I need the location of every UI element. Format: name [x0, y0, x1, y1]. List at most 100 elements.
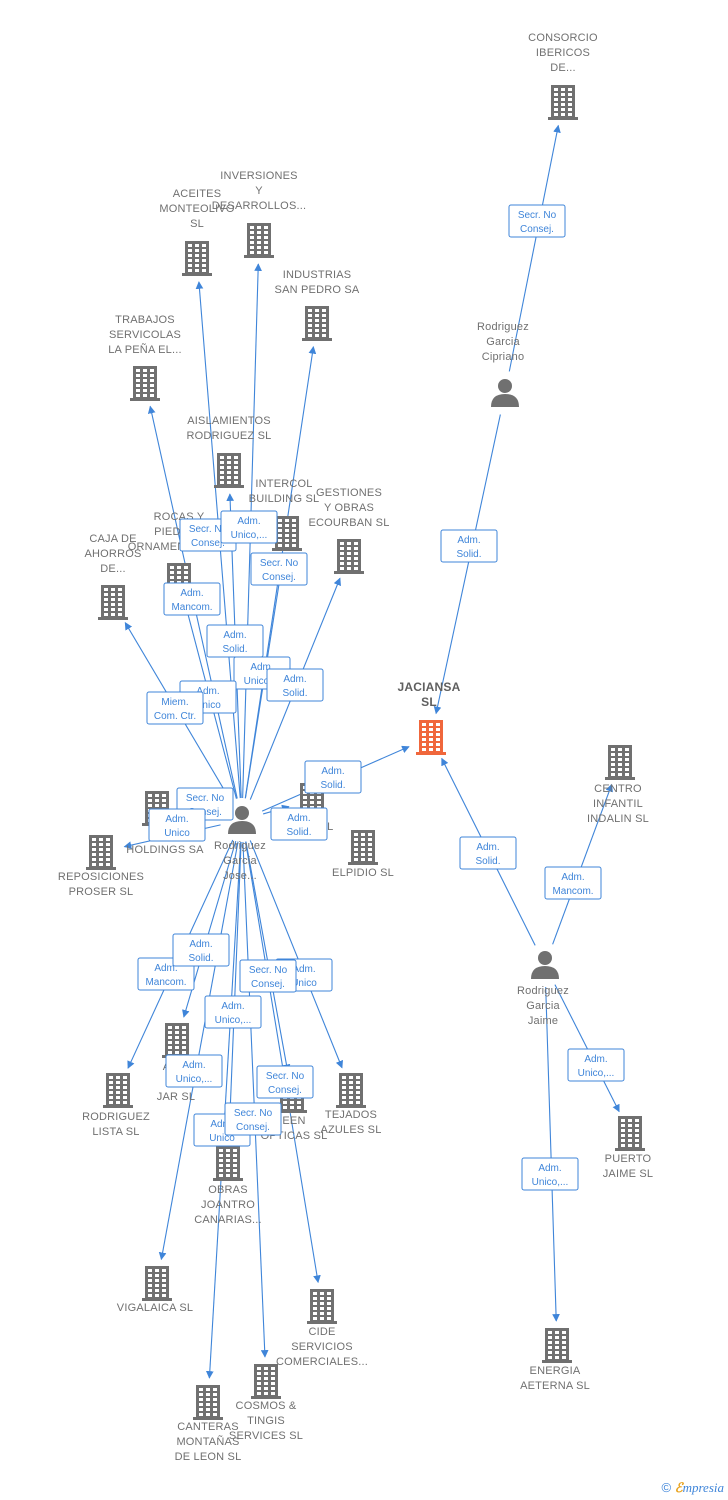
- edge-label-jose-alimentos[interactable]: Adm.Solid.: [172, 933, 230, 967]
- edge-label-text: Adm.: [321, 766, 344, 777]
- node-label-line: Y OBRAS: [324, 502, 374, 514]
- building-icon: [615, 1116, 645, 1151]
- edge-label-jose-vigalaica[interactable]: Adm.Unico,...: [165, 1054, 223, 1088]
- edge-label-text: Secr. No: [249, 965, 288, 976]
- edge-label-text: Unico,...: [578, 1068, 615, 1079]
- edge-label-text: Adm.: [561, 872, 584, 883]
- node-label-line: Rodriguez: [214, 840, 266, 852]
- company-node-consorcio[interactable]: CONSORCIOIBERICOSDE...: [528, 32, 598, 120]
- building-icon: [336, 1073, 366, 1108]
- edge-jaime-puerto: [554, 984, 620, 1113]
- node-label-line: EEN: [282, 1115, 305, 1127]
- node-label-line: INDUSTRIAS: [283, 269, 352, 281]
- node-label-line: TINGIS: [247, 1415, 285, 1427]
- company-node-elpidio[interactable]: ELPIDIO SL: [332, 830, 394, 879]
- edge-jaime-energia: [545, 986, 560, 1322]
- edge-label-jose-trabajos[interactable]: Adm.Mancom.: [163, 582, 221, 616]
- edge-label-text: Consej.: [236, 1122, 270, 1133]
- edge-label-jose-canteras[interactable]: Adm.Unico,...: [204, 995, 262, 1029]
- edge-label-text: Adm.: [287, 813, 310, 824]
- node-label-line: Y: [255, 185, 263, 197]
- edge-label-text: Adm.: [292, 964, 315, 975]
- edge-label-text: Secr. No: [266, 1071, 305, 1082]
- building-icon: [103, 1073, 133, 1108]
- building-icon: [348, 830, 378, 865]
- node-label-line: TRABAJOS: [115, 314, 175, 326]
- node-label-line: Garcia: [223, 855, 257, 867]
- node-label-line: PUERTO: [605, 1153, 652, 1165]
- edge-label-text: Unico: [209, 1133, 235, 1144]
- node-label-line: SERVICOLAS: [109, 329, 181, 341]
- building-icon: [307, 1289, 337, 1324]
- edge-label-text: Adm.: [189, 939, 212, 950]
- node-label-line: DE LEON SL: [175, 1451, 242, 1463]
- edge-label-jaime-energia[interactable]: Adm.Unico,...: [521, 1157, 579, 1191]
- edge-labels-layer: Secr. NoConsej.Adm.Solid.Adm.Solid.Adm.M…: [137, 204, 625, 1191]
- edge-label-text: Unico: [291, 978, 317, 989]
- person-node-jose[interactable]: RodriguezGarciaJose...: [214, 806, 266, 882]
- node-label-line: Jaime: [528, 1015, 558, 1027]
- edge-label-text: Unico: [164, 828, 190, 839]
- node-label-line: Jose...: [223, 870, 257, 882]
- edge-label-jose-cide[interactable]: Secr. No Consej.: [239, 959, 297, 993]
- person-icon: [228, 806, 256, 834]
- edge-label-jose-gestiones[interactable]: Adm.Solid.: [266, 668, 324, 702]
- edge-label-jose-reposiciones[interactable]: Adm.Unico: [148, 808, 206, 842]
- company-node-obras[interactable]: OBRASJOANTROCANARIAS...: [194, 1146, 262, 1226]
- building-icon: [130, 366, 160, 401]
- building-icon: [162, 1023, 192, 1058]
- edge-label-text: Unico,...: [231, 530, 268, 541]
- company-node-inversiones[interactable]: INVERSIONESYDESARROLLOS...: [212, 170, 307, 258]
- node-label-line: CANARIAS...: [194, 1214, 262, 1226]
- node-label-line: TEJADOS: [325, 1109, 377, 1121]
- edge-label-jose-jaciansa[interactable]: Adm.Solid.: [304, 760, 362, 794]
- edge-label-jaime-centro[interactable]: Adm.Mancom.: [544, 866, 602, 900]
- edge-label-jaime-puerto[interactable]: Adm. Unico,...: [567, 1048, 625, 1082]
- edge-label-jaime-jaciansa[interactable]: Adm.Solid.: [459, 836, 517, 870]
- node-label-line: SERVICES SL: [229, 1430, 303, 1442]
- edge-label-jose-aislamientos[interactable]: Adm.Solid.: [206, 624, 264, 658]
- edge-label-jose-caja[interactable]: Miem.Com. Ctr.: [146, 691, 204, 725]
- copyright-footer: © ℰmpresia: [662, 1480, 725, 1496]
- building-icon: [548, 85, 578, 120]
- edge-label-text: Adm.: [250, 662, 273, 673]
- brand-logo[interactable]: ℰmpresia: [675, 1480, 724, 1495]
- building-icon: [86, 835, 116, 870]
- edge-label-text: Adm.: [237, 516, 260, 527]
- node-label-line: OBRAS: [208, 1184, 248, 1196]
- edge-label-text: Com. Ctr.: [154, 711, 196, 722]
- company-node-cide[interactable]: CIDESERVICIOSCOMERCIALES...: [276, 1289, 368, 1368]
- edge-label-text: Consej.: [251, 979, 285, 990]
- edge-label-jose-inversiones[interactable]: Adm. Unico,...: [220, 510, 278, 544]
- company-node-vigalaica[interactable]: VIGALAICA SL: [117, 1266, 193, 1314]
- building-icon: [142, 1266, 172, 1301]
- company-node-caja[interactable]: CAJA DEAHORROSDE...: [84, 533, 141, 620]
- node-label-line: RODRIGUEZ: [82, 1111, 150, 1123]
- edge-label-cipriano-jaciansa[interactable]: Adm.Solid.: [440, 529, 498, 563]
- edge-label-jose-lo[interactable]: Adm.Solid.: [270, 807, 328, 841]
- node-label-line: CANTERAS: [177, 1421, 239, 1433]
- edge-label-text: Adm.: [584, 1054, 607, 1065]
